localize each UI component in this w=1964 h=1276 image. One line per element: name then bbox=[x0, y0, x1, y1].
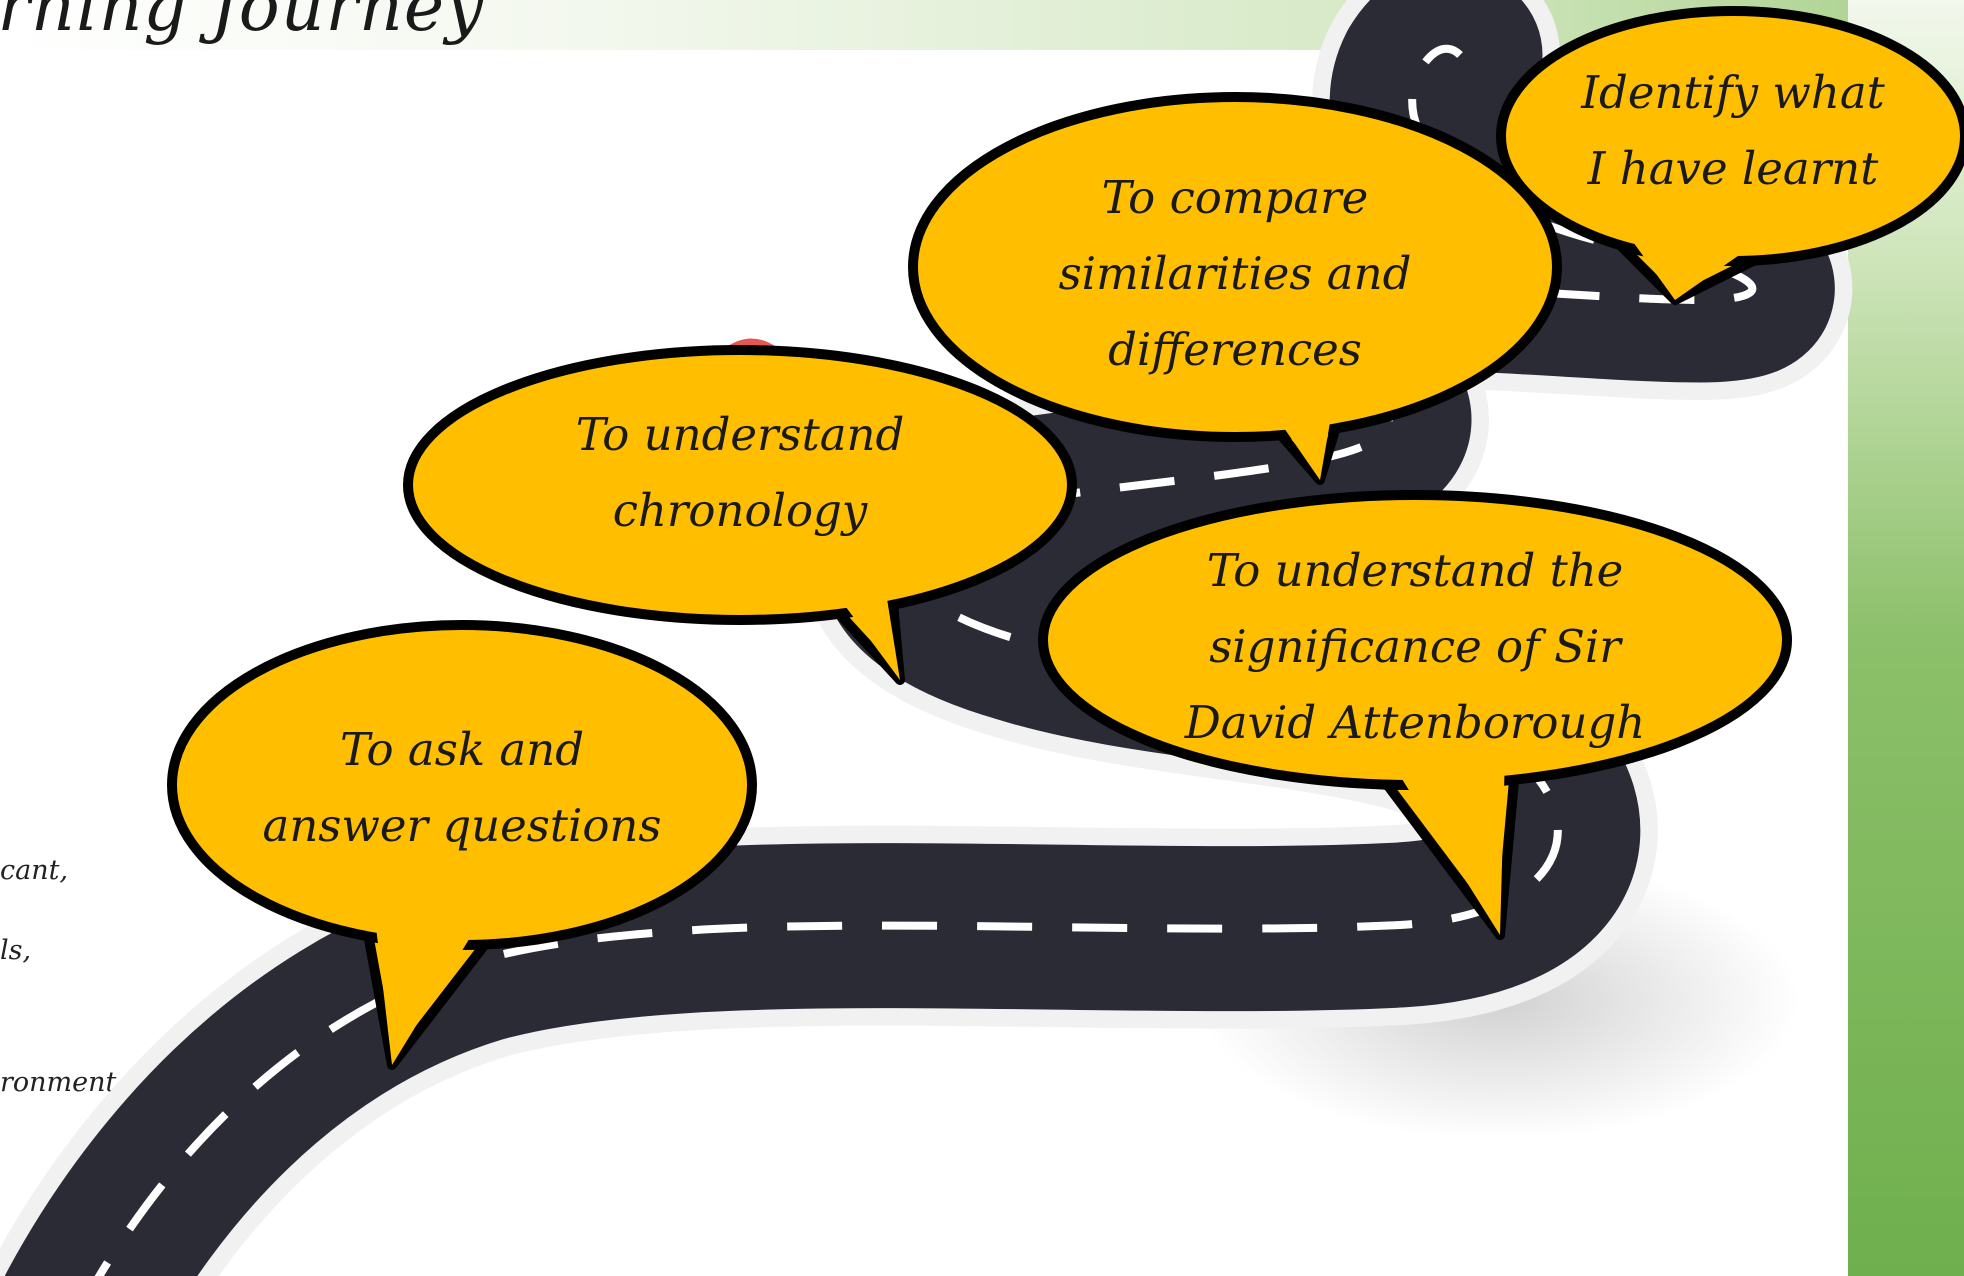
side-text-line-3: ronment bbox=[0, 1067, 117, 1098]
side-text-line-2: ls, bbox=[0, 935, 32, 966]
bubble-line: differences bbox=[1108, 323, 1362, 376]
speech-bubble-significance bbox=[1038, 490, 1792, 940]
bubble-line: To ask and bbox=[339, 723, 585, 776]
speech-bubble-identify bbox=[1496, 6, 1964, 305]
speech-bubble-chronology bbox=[403, 345, 1077, 685]
bubble-line: significance of Sir bbox=[1209, 620, 1621, 673]
bubble-line: similarities and bbox=[1058, 247, 1412, 300]
bubble-text-significance: To understand the significance of Sir Da… bbox=[1165, 533, 1665, 761]
bubble-line: To understand the bbox=[1206, 544, 1624, 597]
bubble-line: answer questions bbox=[262, 799, 662, 852]
speech-bubble-questions bbox=[167, 620, 757, 1070]
bubble-line: Identify what bbox=[1581, 66, 1885, 119]
bubble-line: David Attenborough bbox=[1184, 696, 1646, 749]
bubble-text-compare: To compare similarities and differences bbox=[1035, 160, 1435, 388]
bubble-line: I have learnt bbox=[1587, 142, 1879, 195]
bubble-line: To compare bbox=[1101, 171, 1369, 224]
side-text-line-1: cant, bbox=[0, 855, 69, 886]
speech-bubble-compare bbox=[908, 92, 1562, 485]
bubble-line: chronology bbox=[612, 484, 868, 537]
road-centre-line bbox=[94, 44, 1757, 1276]
page-title: arning Journey bbox=[0, 0, 485, 47]
bubble-text-questions: To ask and answer questions bbox=[262, 712, 662, 864]
bubble-text-identify: Identify what I have learnt bbox=[1533, 55, 1933, 207]
bubble-text-chronology: To understand chronology bbox=[540, 397, 940, 549]
bubble-line: To understand bbox=[575, 408, 905, 461]
